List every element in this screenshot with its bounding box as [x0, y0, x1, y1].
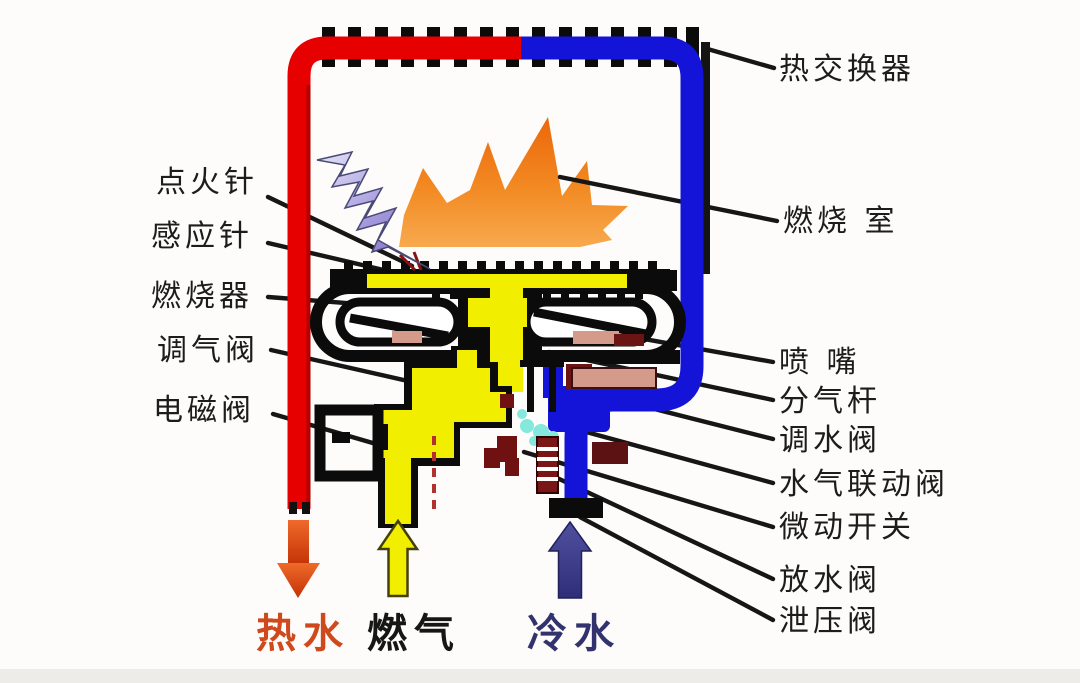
- gas-valve-assembly: [374, 346, 512, 528]
- spark-bolt-icon: [316, 150, 431, 270]
- gas-arrow: [376, 518, 420, 598]
- label-gas-flow: 燃气: [367, 611, 461, 657]
- solenoid-valve-frame: [314, 404, 388, 482]
- label-gas-distribution-rod: 分气杆: [779, 384, 881, 419]
- burner-assembly: [310, 261, 686, 392]
- label-water-regulating-valve: 调水阀: [779, 423, 881, 458]
- cold-water-arrow: [547, 520, 593, 599]
- hot-water-pipe: [287, 36, 521, 514]
- label-nozzle: 喷 嘴: [779, 345, 861, 380]
- label-solenoid-valve: 电磁阀: [153, 393, 255, 428]
- label-micro-switch: 微动开关: [779, 510, 915, 545]
- label-water-gas-linkage-valve: 水气联动阀: [779, 467, 949, 502]
- label-heat-exchanger: 热交换器: [779, 52, 915, 87]
- label-cold-water-flow: 冷水: [527, 611, 621, 657]
- hot-water-arrow: [277, 520, 320, 598]
- flame: [399, 117, 628, 247]
- cold-pipe-cap: [549, 498, 603, 518]
- cold-pipe-shadow: [701, 42, 710, 274]
- label-ignition-needle: 点火针: [156, 165, 258, 200]
- ignition-needles: [398, 251, 423, 272]
- micro-switch-parts: [536, 436, 559, 494]
- bottom-edge-strip: [0, 669, 1080, 683]
- label-flame-sensor-needle: 感应针: [151, 219, 253, 254]
- label-gas-regulating-valve: 调气阀: [157, 333, 259, 368]
- label-combustion-chamber: 燃烧 室: [783, 204, 899, 239]
- label-hot-water-flow: 热水: [256, 611, 350, 657]
- label-burner: 燃烧器: [151, 279, 253, 314]
- label-pressure-relief-valve: 泄压阀: [779, 604, 881, 639]
- water-gas-linkage-parts: [432, 356, 657, 514]
- label-drain-valve: 放水阀: [779, 563, 881, 598]
